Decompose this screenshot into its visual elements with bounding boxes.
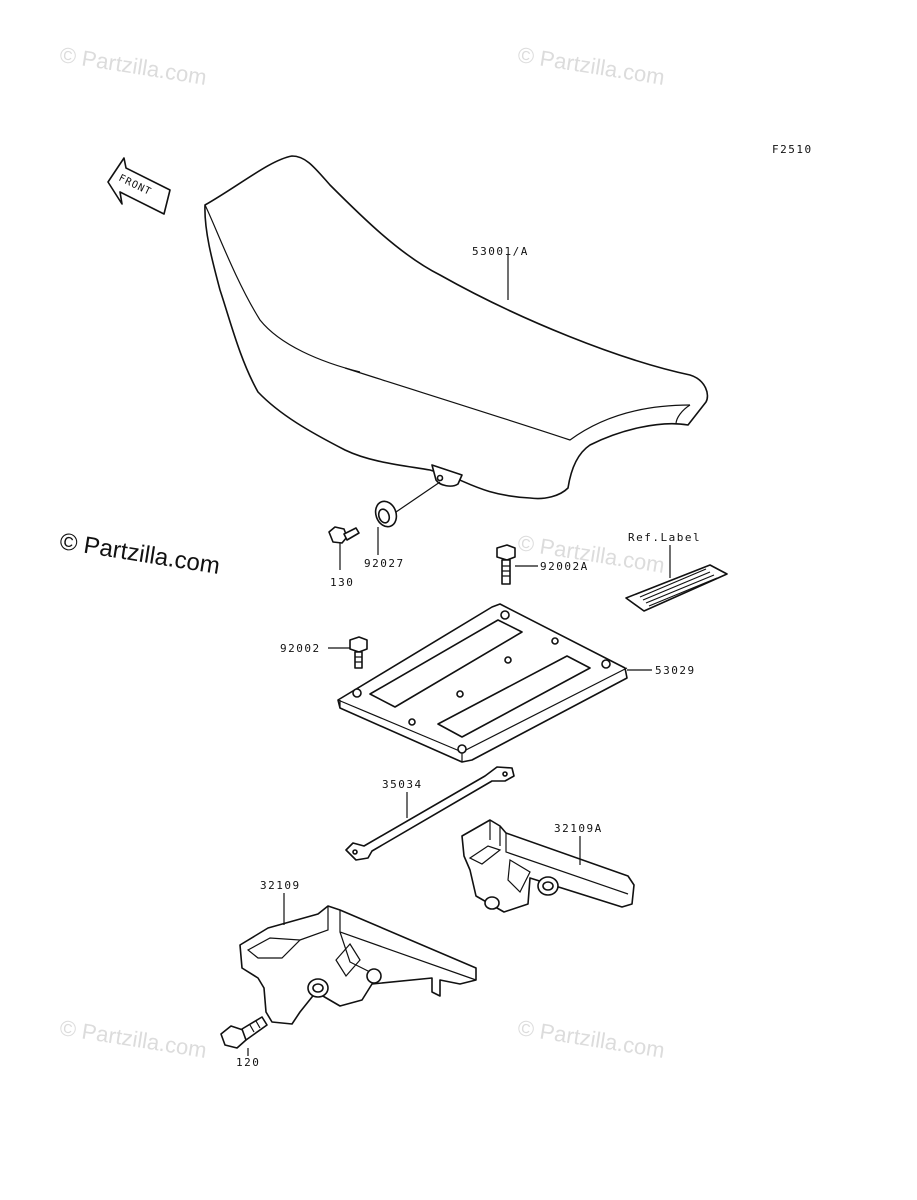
bolt-92002a-part[interactable] [496,544,516,585]
bolt-92002-part[interactable] [349,636,368,669]
bolt-92002a-label: 92002A [540,560,589,573]
bolt-92002-label: 92002 [280,642,321,655]
front-arrow-icon: FRONT [107,157,171,215]
bolt-130-part[interactable] [328,526,360,544]
collar-label: 92027 [364,557,405,570]
bolt-130-label: 130 [330,576,354,589]
bracket-32109a-label: 32109A [554,822,603,835]
plate-part[interactable] [337,603,628,763]
bolt-120-part[interactable] [220,1016,268,1049]
seat-part[interactable] [204,155,709,500]
bracket-32109a-part[interactable] [461,819,635,913]
bracket-32109-part[interactable] [239,905,477,1025]
bracket-32109-label: 32109 [260,879,301,892]
ref-label-sticker[interactable] [625,564,728,612]
collar-leader [395,481,441,513]
collar-part[interactable] [372,498,400,529]
plate-label: 53029 [655,664,696,677]
ref-label-text: Ref.Label [628,531,701,544]
bolt-120-label: 120 [236,1056,260,1069]
band-label: 35034 [382,778,423,791]
seat-label: 53001/A [472,245,529,258]
figure-code: F2510 [772,143,813,156]
band-part[interactable] [345,766,515,861]
